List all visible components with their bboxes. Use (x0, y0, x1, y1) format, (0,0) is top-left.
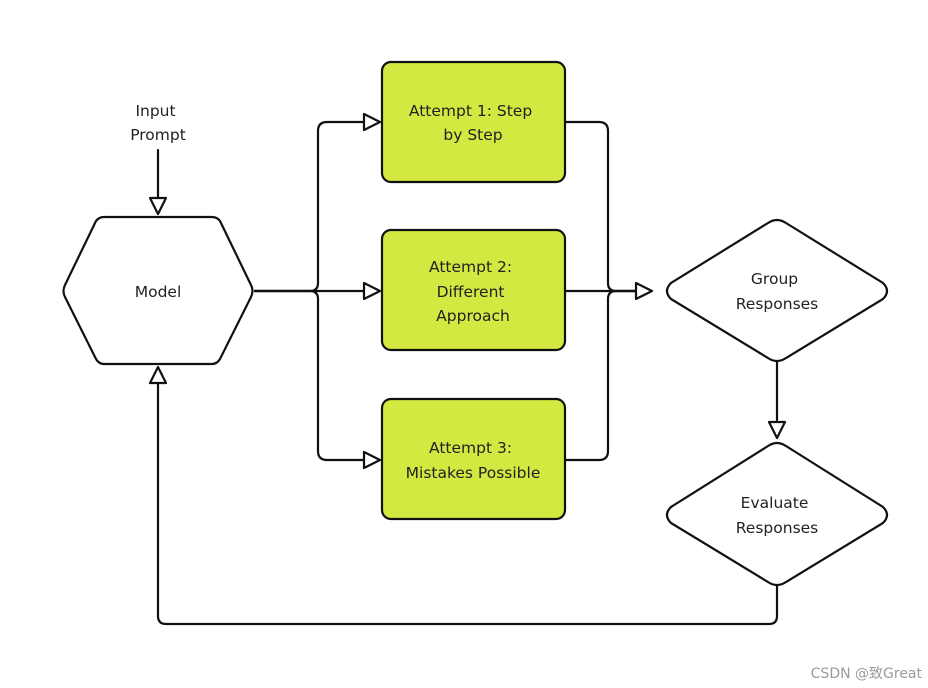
attempt-1-line-2: by Step (443, 126, 502, 144)
evaluate-responses-node: Evaluate Responses (665, 441, 889, 587)
attempt-1-box (380, 60, 567, 184)
attempt-1-node: Attempt 1: Step by Step (380, 60, 567, 184)
model-label: Model (135, 283, 182, 301)
input-prompt-line-2: Prompt (130, 126, 186, 144)
attempt-2-line-1: Attempt 2: (429, 258, 512, 276)
arrowhead-into-group (634, 281, 654, 301)
evaluate-responses-label: Evaluate Responses (736, 494, 819, 537)
input-prompt-label: Input Prompt (130, 102, 186, 144)
model-node: Model (62, 215, 254, 366)
edge-model-to-attempt-3 (253, 289, 368, 462)
model-line-1: Model (135, 283, 182, 301)
attempt-3-line-2: Mistakes Possible (406, 464, 541, 482)
evaluate-responses-line-1: Evaluate (741, 494, 809, 512)
attempt-2-node: Attempt 2: Different Approach (380, 228, 567, 352)
group-responses-label: Group Responses (736, 270, 819, 313)
attempt-2-line-2: Different (437, 283, 505, 301)
watermark: CSDN @致Great (811, 666, 923, 682)
attempt-2-label: Attempt 2: Different Approach (429, 258, 517, 325)
arrowhead-into-attempt-3 (362, 450, 382, 470)
attempt-3-label: Attempt 3: Mistakes Possible (406, 439, 541, 482)
arrowhead-into-attempt-1 (362, 112, 382, 132)
arrowhead-into-attempt-2 (362, 281, 382, 301)
group-responses-line-1: Group (751, 270, 798, 288)
attempt-3-box (380, 397, 567, 521)
arrowhead-into-evaluate (767, 420, 787, 440)
edge-attempt-3-to-group (563, 289, 640, 462)
edge-evaluate-to-model (156, 380, 779, 626)
evaluate-responses-diamond (665, 441, 889, 587)
attempt-1-line-1: Attempt 1: Step (409, 102, 532, 120)
edge-attempt-1-to-group (563, 120, 640, 293)
model-hexagon-shape (62, 215, 254, 366)
arrowhead-into-model-bottom (148, 365, 168, 385)
attempt-3-node: Attempt 3: Mistakes Possible (380, 397, 567, 521)
attempt-2-box (380, 228, 567, 352)
input-prompt-line-1: Input (135, 102, 175, 120)
group-responses-node: Group Responses (665, 218, 889, 363)
group-responses-diamond (665, 218, 889, 363)
attempt-2-line-3: Approach (436, 307, 510, 325)
group-responses-line-2: Responses (736, 295, 819, 313)
edge-model-to-attempt-1 (253, 120, 368, 293)
evaluate-responses-line-2: Responses (736, 519, 819, 537)
attempt-3-line-1: Attempt 3: (429, 439, 512, 457)
attempt-1-label: Attempt 1: Step by Step (409, 102, 537, 144)
arrowhead-into-model-top (148, 196, 168, 216)
